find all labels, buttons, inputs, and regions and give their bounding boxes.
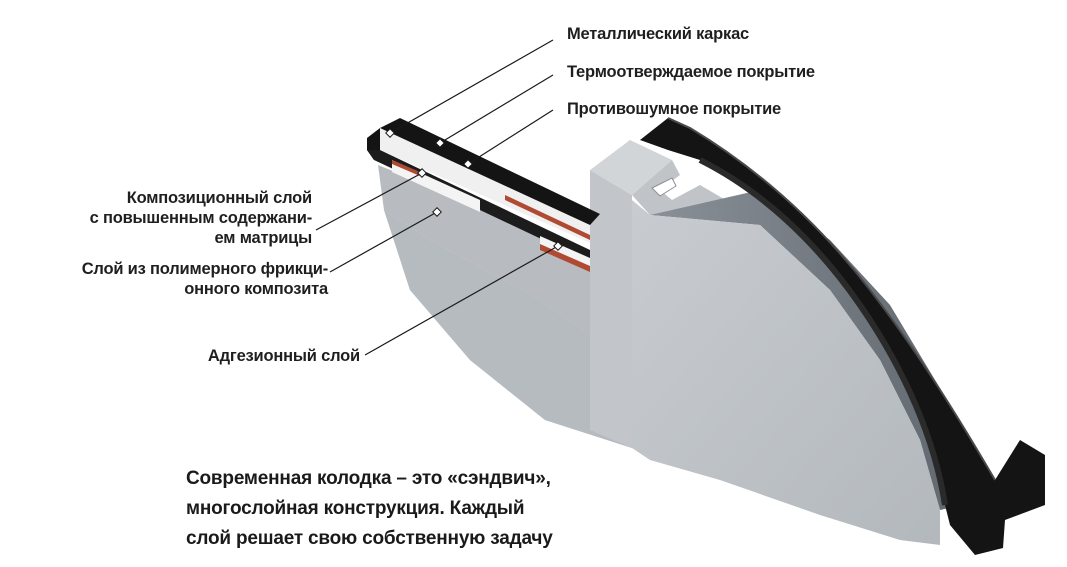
right-pad-front <box>632 200 940 545</box>
strip-red-layer-2 <box>505 195 590 240</box>
left-pad-section <box>378 165 632 448</box>
leader-adhesive <box>364 245 559 356</box>
dot-antinoise <box>463 159 473 169</box>
metal-backing-plate <box>640 117 1045 555</box>
strip-white-block <box>540 236 590 266</box>
right-pad-block <box>632 160 985 545</box>
label-friction-layer: Слой из полимерного фрикци- онного компо… <box>40 259 329 299</box>
label-composite-layer: Композиционный слой с повышенным содержа… <box>60 188 313 248</box>
label-composite-line1: Композиционный слой <box>126 189 312 207</box>
dot-friction <box>432 207 442 217</box>
caption-line3: слой решает свою собственную задачу <box>186 528 553 549</box>
label-adhesive-layer: Адгезионный слой <box>207 347 360 365</box>
strip-red-layer-3 <box>540 243 590 272</box>
leader-antinoise <box>467 109 554 165</box>
label-composite-line3: ем матрицы <box>214 229 313 247</box>
dot-adhesive <box>553 241 563 251</box>
label-friction-line1: Слой из полимерного фрикци- <box>81 260 329 278</box>
dot-frame <box>385 128 395 138</box>
label-antinoise-coating: Противошумное покрытие <box>567 100 782 118</box>
dot-thermoset <box>435 138 445 148</box>
slot-wall-top <box>590 140 672 195</box>
leader-lines <box>315 39 559 356</box>
leader-composite <box>315 172 423 231</box>
label-thermoset-coating: Термоотверждаемое покрытие <box>567 63 815 81</box>
caption-line2: многослойная конструкция. Каждый <box>186 498 525 519</box>
layer-strip <box>367 118 600 272</box>
strip-red-layer-1 <box>392 160 420 176</box>
label-composite-line2: с повышенным содержани- <box>89 209 313 227</box>
slot-wall <box>590 140 672 448</box>
strip-black-top <box>380 118 600 225</box>
backing-plate-highlight <box>667 117 996 481</box>
caption-line1: Современная колодка – это «сэндвич», <box>186 468 551 489</box>
label-friction-line2: онного композита <box>184 280 328 298</box>
caption: Современная колодка – это «сэндвич», мно… <box>186 464 553 554</box>
slot-notch <box>651 177 677 197</box>
leader-frame <box>389 39 554 134</box>
backing-plate-outer <box>640 118 1045 555</box>
slot-wall-front <box>590 170 632 448</box>
left-pad-front-face-lower <box>384 210 632 448</box>
leader-thermoset <box>439 74 554 144</box>
dot-composite <box>417 168 427 178</box>
label-metal-frame: Металлический каркас <box>567 25 750 43</box>
backing-plate-edge <box>698 157 948 506</box>
leader-dots <box>385 128 563 251</box>
left-pad-top-face <box>378 165 590 335</box>
leader-friction <box>329 211 438 273</box>
